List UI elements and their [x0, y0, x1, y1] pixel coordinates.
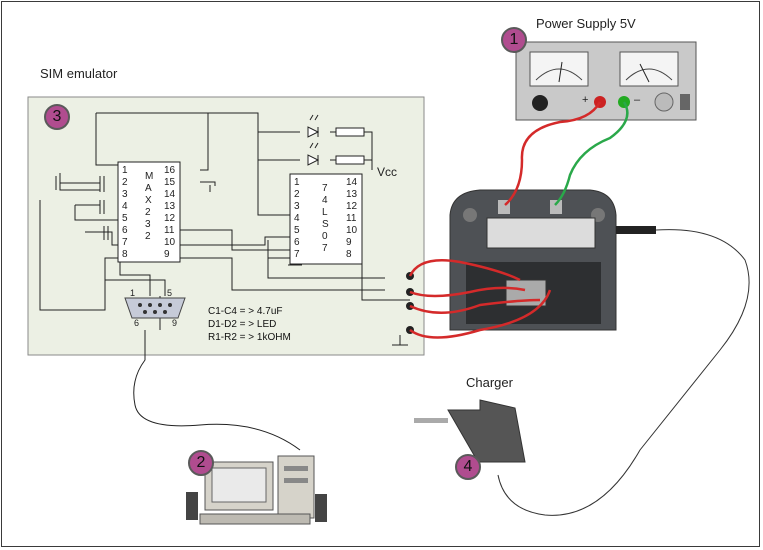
- capacitor-c2: [99, 200, 105, 214]
- capacitor-c1: [99, 176, 105, 192]
- max232-right-pin: 16: [164, 165, 176, 176]
- ls07-left-pin: 7: [294, 249, 300, 260]
- charger-label: Charger: [466, 375, 513, 390]
- ls07-left-pin: 2: [294, 189, 300, 200]
- charger-unit: [414, 399, 526, 463]
- green-wire: [554, 101, 629, 206]
- sim-emulator-label: SIM emulator: [40, 66, 118, 81]
- vcc-label: Vcc: [377, 165, 398, 179]
- db9-connector: [124, 297, 186, 319]
- max232-right-pin: 15: [164, 177, 176, 188]
- max232-name-letter: A: [145, 183, 152, 194]
- db9-pin-9: 9: [172, 318, 178, 328]
- max232-left-pin: 7: [122, 237, 128, 248]
- ls07-name-letter: L: [322, 207, 328, 218]
- capacitor-c3: [103, 226, 109, 240]
- max232-right-pin: 12: [164, 213, 176, 224]
- red-wires: [408, 101, 602, 339]
- ls07-left-pin: 6: [294, 237, 300, 248]
- led-d1: [307, 114, 320, 138]
- db9-pin-5: 5: [167, 288, 173, 298]
- max232-left-pin: 6: [122, 225, 128, 236]
- ls07-left-pin: 1: [294, 177, 300, 188]
- ls07-name-letter: 7: [322, 183, 328, 194]
- ls07-left-pin: 4: [294, 213, 300, 224]
- ls07-name-letter: 4: [322, 195, 328, 206]
- ls07-left-pin: 3: [294, 201, 300, 212]
- badge-2: 2: [188, 450, 214, 476]
- db9-pin-1: 1: [130, 288, 136, 298]
- circuit-wiring: [39, 112, 410, 451]
- max232-right-pin: 10: [164, 237, 176, 248]
- resistor-r1: [335, 127, 365, 137]
- ls07-right-pin: 14: [346, 177, 358, 188]
- max232-name-letter: 2: [145, 231, 151, 242]
- max232-left-pin: 8: [122, 249, 128, 260]
- max232-right-pin: 14: [164, 189, 176, 200]
- max232-left-pin: 2: [122, 177, 128, 188]
- legend-resistors: R1-R2 = > 1kOHM: [208, 332, 291, 343]
- ls07-right-pin: 9: [346, 237, 352, 248]
- max232-right-pin: 13: [164, 201, 176, 212]
- ls07-name-letter: 7: [322, 243, 328, 254]
- ls07-right-pin: 10: [346, 225, 358, 236]
- max232-name-letter: X: [145, 195, 152, 206]
- ls07-right-pin: 8: [346, 249, 352, 260]
- power-supply-label: Power Supply 5V: [536, 16, 636, 31]
- legend-capacitors: C1-C4 = > 4.7uF: [208, 306, 283, 317]
- ls07-right-pin: 11: [346, 213, 357, 224]
- resistor-r2: [335, 155, 365, 165]
- capacitor-c4: [55, 176, 61, 190]
- computer: [186, 455, 327, 525]
- max232-name-letter: M: [145, 171, 154, 182]
- component-legend: C1-C4 = > 4.7uF D1-D2 = > LED R1-R2 = > …: [208, 305, 291, 344]
- badge-3: 3: [44, 104, 70, 130]
- led-d2: [307, 142, 320, 166]
- ls07-right-pin: 12: [346, 201, 358, 212]
- max232-name-letter: 3: [145, 219, 151, 230]
- plus-label: +: [582, 94, 589, 106]
- max232-right-pin: 11: [164, 225, 175, 236]
- max232-chip: [117, 161, 181, 263]
- ls07-left-pin: 5: [294, 225, 300, 236]
- charger-cable: [497, 229, 750, 516]
- badge-1: 1: [501, 27, 527, 53]
- badge-4: 4: [455, 454, 481, 480]
- max232-left-pin: 1: [122, 165, 128, 176]
- ls07-name-letter: 0: [322, 231, 328, 242]
- phone-handset: [449, 189, 656, 331]
- legend-leds: D1-D2 = > LED: [208, 319, 277, 330]
- ls07-chip: [289, 173, 363, 265]
- db9-pin-6: 6: [134, 318, 140, 328]
- power-supply-unit: [515, 41, 697, 121]
- ls07-name-letter: S: [322, 219, 329, 230]
- max232-right-pin: 9: [164, 249, 170, 260]
- ls07-right-pin: 13: [346, 189, 358, 200]
- minus-label: –: [634, 94, 641, 106]
- max232-left-pin: 4: [122, 201, 128, 212]
- max232-left-pin: 3: [122, 189, 128, 200]
- max232-left-pin: 5: [122, 213, 128, 224]
- max232-name-letter: 2: [145, 207, 151, 218]
